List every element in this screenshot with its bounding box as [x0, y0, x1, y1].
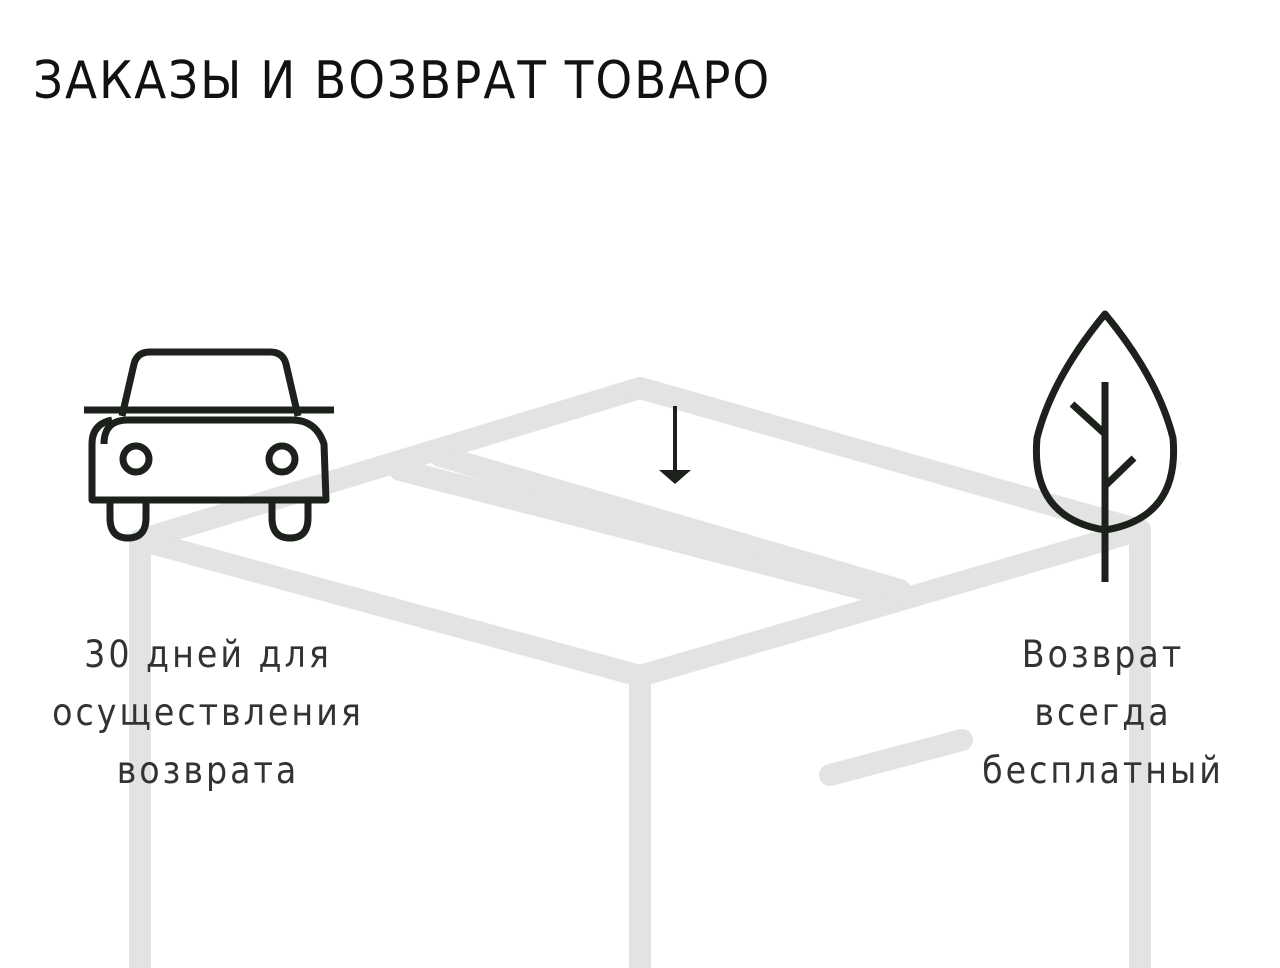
caption-line: возврата	[116, 749, 300, 792]
feature-caption-return-period: 30 дней для осуществления возврата	[28, 626, 388, 800]
caption-line: 30 дней для	[84, 633, 332, 676]
caption-line: бесплатный	[982, 749, 1224, 792]
caption-line: осуществления	[52, 691, 364, 734]
page-title: ЗАКАЗЫ И ВОЗВРАТ ТОВАРО	[33, 51, 772, 111]
down-arrow-icon	[659, 406, 691, 484]
feature-caption-free-return: Возврат всегда бесплатный	[958, 626, 1248, 800]
caption-line: Возврат	[1021, 633, 1185, 676]
caption-line: всегда	[1034, 691, 1172, 734]
leaf-icon	[1032, 310, 1178, 582]
car-icon	[84, 348, 334, 542]
